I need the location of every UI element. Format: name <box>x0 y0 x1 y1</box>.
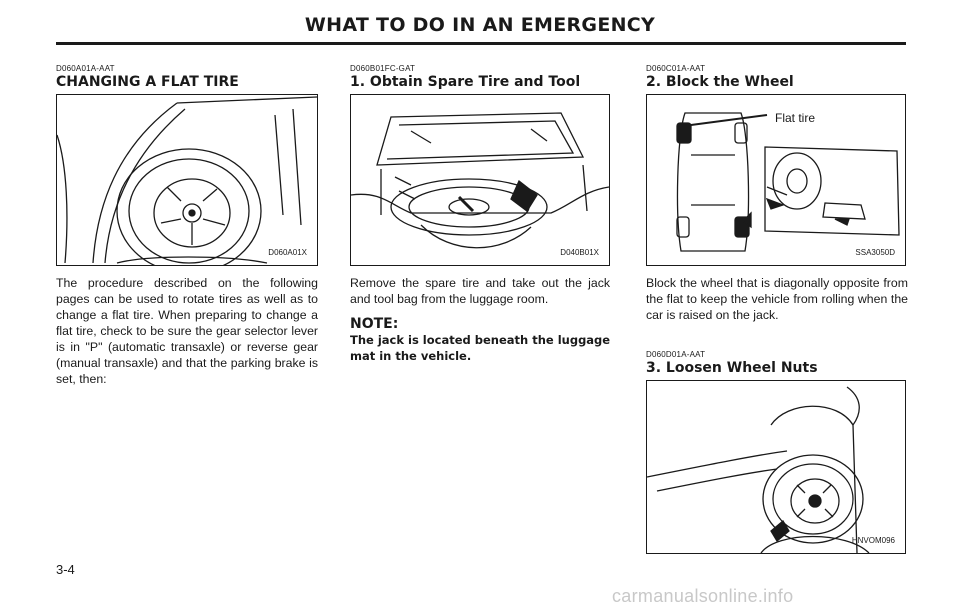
section-heading: 1. Obtain Spare Tire and Tool <box>350 74 581 90</box>
spare-tire-trunk-illustration: D040B01X <box>350 94 610 266</box>
note-text: The jack is located beneath the luggage … <box>350 333 611 363</box>
flat-tire-illustration: D060A01X <box>56 94 318 266</box>
section-code: D060C01A-AAT <box>646 64 706 73</box>
section-code: D060A01A-AAT <box>56 64 115 73</box>
section-code: D060D01A-AAT <box>646 350 706 359</box>
title-divider <box>56 42 906 45</box>
procedure-text: The procedure described on the following… <box>56 276 318 386</box>
loosen-wheel-nuts-illustration: HNVOM096 <box>646 380 906 554</box>
figure-code: SSA3050D <box>855 248 895 257</box>
figure-code: D060A01X <box>268 248 307 257</box>
page-title: WHAT TO DO IN AN EMERGENCY <box>304 14 656 36</box>
block-wheel-text: Block the wheel that is diagonally oppos… <box>646 276 908 322</box>
section-heading: 3. Loosen Wheel Nuts <box>646 360 818 376</box>
figure-code: HNVOM096 <box>851 536 895 545</box>
flat-tire-label: Flat tire <box>775 111 816 125</box>
note-heading: NOTE: <box>350 316 399 332</box>
page-number: 3-4 <box>56 562 75 577</box>
figure-code: D040B01X <box>560 248 599 257</box>
section-code: D060B01FC-GAT <box>350 64 416 73</box>
section-heading: CHANGING A FLAT TIRE <box>56 74 239 90</box>
watermark: carmanualsonline.info <box>612 586 794 606</box>
block-wheel-illustration: Flat tire SSA3050D <box>646 94 906 266</box>
section-heading: 2. Block the Wheel <box>646 74 794 90</box>
instruction-text: Remove the spare tire and take out the j… <box>350 276 610 306</box>
